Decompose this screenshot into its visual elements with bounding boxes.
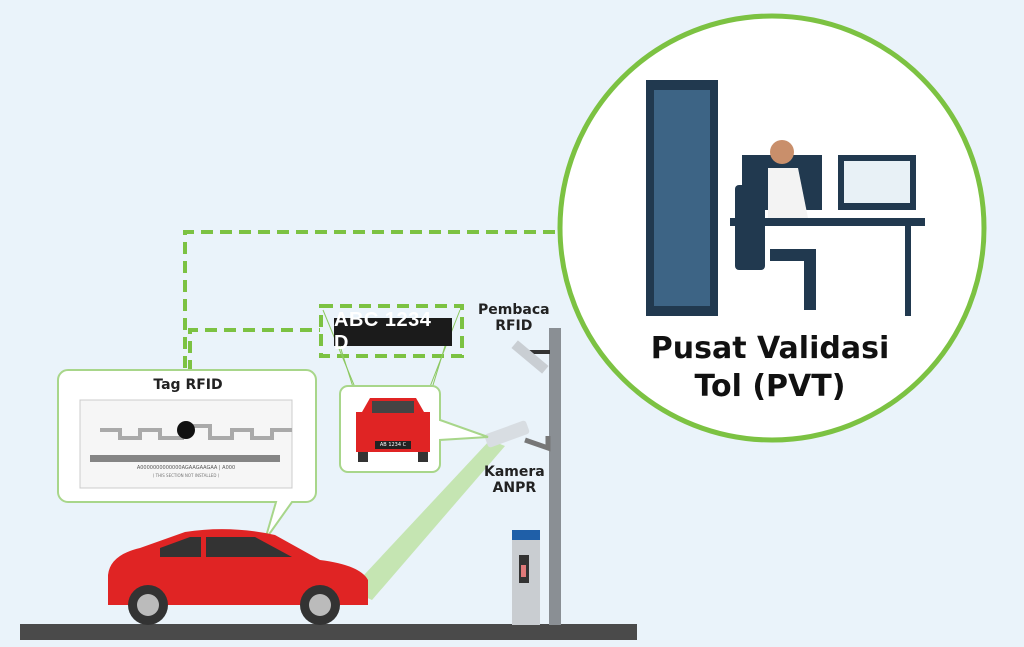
rfid-reader-label-line2: RFID (495, 318, 533, 335)
tag-rfid-label: Tag RFID (153, 377, 223, 393)
rfid-reader-label: Pembaca RFID (478, 302, 550, 334)
pvt-title-line1: Pusat Validasi (650, 331, 890, 366)
tag-code: A0000000000000AGAAGAAGAA | A000 (136, 465, 236, 471)
camera-label-line2: ANPR (492, 480, 537, 497)
car-license-plate: AB 1234 C (375, 441, 411, 449)
pvt-title: Pusat Validasi Tol (PVT) (600, 330, 940, 405)
pole (549, 328, 561, 625)
camera-label-line1: Kamera (484, 464, 545, 480)
car-side (108, 529, 368, 625)
camera-beam (350, 440, 505, 600)
license-plate-readout: ABC 1234 D (334, 309, 452, 354)
anpr-camera-icon (484, 420, 551, 452)
camera-label: Kamera ANPR (484, 464, 545, 496)
road (20, 624, 637, 640)
tag-bubble (57, 369, 317, 541)
pvt-circle (557, 13, 987, 443)
rfid-reader-icon (511, 340, 550, 374)
network-link (183, 230, 560, 372)
rfid-reader-label-line1: Pembaca (478, 302, 550, 318)
toll-gate-kiosk (512, 530, 540, 625)
tag-note: ( THIS SECTION NOT INSTALLED ) (152, 473, 220, 478)
car-front-bubble (339, 385, 489, 473)
operator-workstation-icon (730, 140, 925, 316)
server-rack-icon (646, 80, 718, 316)
pvt-title-line2: Tol (PVT) (694, 368, 846, 404)
